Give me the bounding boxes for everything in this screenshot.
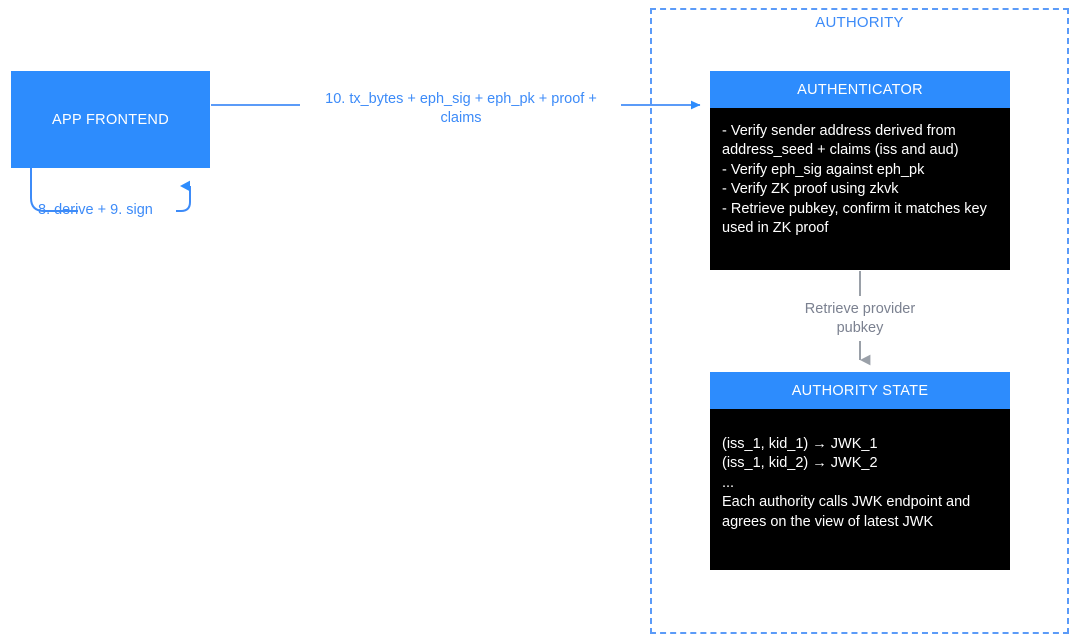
- edge-label-frontend-self-loop: 8. derive + 9. sign: [38, 202, 153, 218]
- node-authenticator-body-line: - Verify ZK proof using zkvk: [722, 181, 899, 198]
- node-authority-state-header: AUTHORITY STATE: [710, 372, 1010, 409]
- edge-label-line-1: 10. tx_bytes + eph_sig + eph_pk + proof …: [325, 91, 597, 107]
- node-authority-state-body-line: (iss_1, kid_1) → JWK_1: [722, 436, 878, 452]
- node-app-frontend-label: APP FRONTEND: [52, 111, 169, 128]
- edge-label-line-2: claims: [440, 110, 482, 126]
- authority-group-label: AUTHORITY: [815, 14, 904, 31]
- authority-group-boundary: [650, 8, 1069, 634]
- node-authenticator-body-line: - Verify sender address derived from add…: [722, 123, 959, 159]
- edge-label-line-2: pubkey: [836, 320, 884, 336]
- node-authenticator-body: - Verify sender address derived from add…: [710, 108, 1010, 270]
- node-authenticator-body-line: - Verify eph_sig against eph_pk: [722, 161, 925, 178]
- node-app-frontend[interactable]: APP FRONTEND: [11, 71, 210, 168]
- edge-label-line-1: Retrieve provider: [804, 301, 916, 317]
- node-authority-state-body: (iss_1, kid_1) → JWK_1 (iss_1, kid_2) → …: [710, 409, 1010, 570]
- node-authority-state-body-line: Each authority calls JWK endpoint and ag…: [722, 494, 971, 530]
- node-authority-state-body-line: (iss_1, kid_2) → JWK_2: [722, 455, 878, 472]
- node-authenticator-body-line: - Retrieve pubkey, confirm it matches ke…: [722, 200, 987, 237]
- edge-label-authenticator-to-state: Retrieve provider pubkey: [760, 300, 960, 338]
- node-authenticator[interactable]: AUTHENTICATOR - Verify sender address de…: [710, 71, 1010, 270]
- node-authority-state[interactable]: AUTHORITY STATE (iss_1, kid_1) → JWK_1 (…: [710, 372, 1010, 570]
- node-authenticator-header: AUTHENTICATOR: [710, 71, 1010, 108]
- node-authority-state-body-line: ...: [722, 474, 735, 491]
- edge-label-frontend-to-authenticator: 10. tx_bytes + eph_sig + eph_pk + proof …: [296, 90, 626, 128]
- edge-frontend-self-loop: [30, 168, 191, 212]
